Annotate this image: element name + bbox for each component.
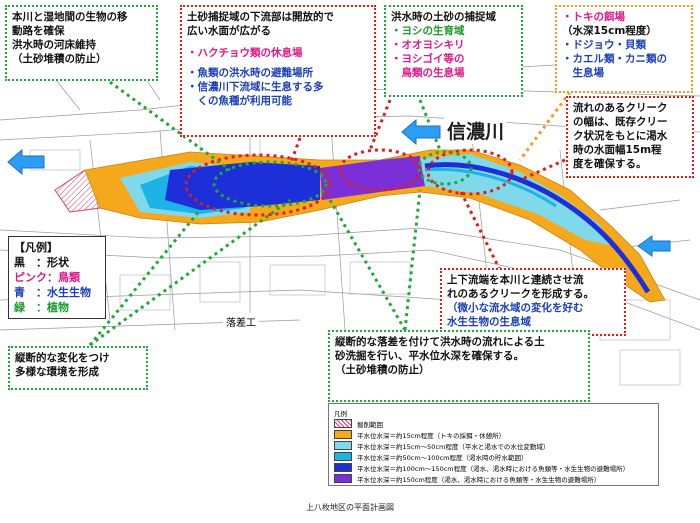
flow-arrow-right-icon bbox=[637, 235, 671, 257]
flow-arrow-left-icon bbox=[7, 148, 45, 176]
open-water-ellipse bbox=[184, 153, 332, 217]
callout-line: 水生生物の生息域 bbox=[447, 316, 531, 328]
callout-line: 広い水面が広がる bbox=[187, 25, 271, 37]
depth-legend-label: 平水位水深＝約100cm〜150cm程度（渇水、渇水時における魚類等・水生生物の… bbox=[357, 464, 630, 473]
leader-bottom-center bbox=[403, 189, 422, 331]
swatch-excavation bbox=[334, 419, 352, 428]
channel-ellipse-right bbox=[417, 150, 473, 186]
legend-row-blue: 青 ：水生生物 bbox=[14, 286, 91, 299]
leader-bottom-right bbox=[458, 189, 502, 271]
swatch-150cm bbox=[334, 474, 352, 483]
callout-line: 度を確保する。 bbox=[573, 158, 647, 170]
river-name-label: 信濃川 bbox=[444, 117, 508, 144]
callout-line: 動路を確保 bbox=[12, 25, 65, 37]
callout-line: れのあるクリークを形成する。 bbox=[447, 288, 594, 300]
callout-longitudinal-variation: 縦断的な変化をつけ 多様な環境を形成 bbox=[8, 346, 148, 390]
depth-legend-row: 平水位水深＝約150cm程度（渇水、渇水時における魚類等・水生生物の避難場所） bbox=[334, 473, 653, 484]
legend-row-green: 緑 ：植物 bbox=[14, 301, 69, 314]
swatch-15cm bbox=[334, 430, 352, 439]
callout-line: 縦断的な落差を付けて洪水時の流れによる土 bbox=[335, 336, 545, 348]
legend-title: 【凡例】 bbox=[14, 241, 58, 254]
color-key-legend: 【凡例】 黒 ：形状 ピンク：鳥類 青 ：水生生物 緑 ：植物 bbox=[8, 236, 106, 319]
depth-legend-row: 平水位水深＝約15cm〜50cm程度（平水と渇水での水位変動域） bbox=[334, 440, 653, 451]
depth-legend-row: 平水位水深＝約100cm〜150cm程度（渇水、渇水時における魚類等・水生生物の… bbox=[334, 462, 653, 473]
callout-line: ・トキの餌場 bbox=[562, 11, 625, 23]
callout-line: （土砂堆積の防止） bbox=[335, 364, 430, 376]
callout-line: 多様な環境を形成 bbox=[15, 366, 99, 378]
flow-arrow-top-icon bbox=[401, 118, 441, 146]
callout-line: ・ハクチョウ類の休息場 bbox=[187, 47, 303, 59]
callout-line: くの魚種が利用可能 bbox=[187, 95, 292, 107]
depth-legend-label: 平水位水深＝約150cm程度（渇水、渇水時における魚類等・水生生物の避難場所） bbox=[357, 475, 601, 484]
callout-line: ・ドジョウ・貝類 bbox=[562, 39, 646, 51]
leader-top-mid bbox=[288, 137, 302, 166]
callout-line: （水深15cm程度） bbox=[562, 25, 657, 37]
depth-legend-row: 平水位水深＝約15cm程度（トキの採餌・休憩所） bbox=[334, 429, 653, 440]
deep-blue-zone bbox=[165, 162, 320, 210]
callout-line: ・信濃川下流域に生息する多 bbox=[187, 81, 324, 93]
depth-legend-label: 平水位水深＝約15cm程度（トキの採餌・休憩所） bbox=[357, 431, 506, 440]
leader-bottom-left-2 bbox=[89, 198, 291, 347]
leader-top-right bbox=[518, 91, 572, 161]
callout-line: 流れのあるクリーク bbox=[573, 102, 668, 114]
depth-legend-label: 掘削範囲 bbox=[357, 420, 383, 429]
callout-line: 縦断的な変化をつけ bbox=[15, 352, 110, 364]
callout-line: ・オオヨシキリ bbox=[391, 39, 465, 51]
callout-line: 砂洗掘を行い、平水位水深を確保する。 bbox=[335, 350, 524, 362]
depth-legend: 凡例 掘削範囲 平水位水深＝約15cm程度（トキの採餌・休憩所） 平水位水深＝約… bbox=[328, 403, 659, 486]
callout-line: 鳥類の生息場 bbox=[391, 67, 465, 79]
callout-ibis-feeding: ・トキの餌場 （水深15cm程度） ・ドジョウ・貝類 ・カエル類・カニ類の 生息… bbox=[555, 5, 693, 93]
flowing-creek bbox=[424, 162, 651, 294]
callout-line: ・ヨシゴイ等の bbox=[391, 53, 465, 65]
leader-bottom-center-2 bbox=[328, 199, 407, 331]
depth-legend-row: 掘削範囲 bbox=[334, 418, 653, 429]
callout-creek-width: 流れのあるクリーク の幅は、既存クリー ク状況をもとに渇水 時の水面幅15m程 … bbox=[566, 96, 694, 178]
callout-line: 土砂捕捉域の下流部は開放的で bbox=[187, 11, 334, 23]
figure-caption: 上八枚地区の平面計画図 bbox=[306, 503, 394, 512]
callout-flowing-creek: 上下流端を本川と連続させ流 れのあるクリークを形成する。 （微小な流水域の変化を… bbox=[440, 268, 626, 336]
weir-label: 落差工 bbox=[223, 313, 259, 330]
callout-migration-route: 本川と湿地間の生物の移 動路を確保 洪水時の河床維持 （土砂堆積の防止） bbox=[5, 5, 158, 81]
callout-line: ・ヨシの生育域 bbox=[391, 25, 465, 37]
leader-top-center bbox=[368, 99, 392, 151]
creek-ellipse bbox=[426, 148, 514, 196]
callout-line: 洪水時の土砂の捕捉域 bbox=[391, 11, 496, 23]
depth-legend-row: 平水位水深＝約50cm〜100cm程度（渇水時の貯水範囲） bbox=[334, 451, 653, 462]
leader-right bbox=[519, 158, 566, 182]
callout-line: 洪水時の河床維持 bbox=[12, 39, 96, 51]
legend-row-black: 黒 ：形状 bbox=[14, 256, 69, 269]
creek-highlight bbox=[424, 167, 557, 208]
callout-line: の幅は、既存クリー bbox=[573, 116, 668, 128]
callout-line: 本川と湿地間の生物の移 bbox=[12, 11, 128, 23]
callout-line: （土砂堆積の防止） bbox=[12, 53, 107, 65]
legend-row-pink: ピンク：鳥類 bbox=[14, 271, 80, 284]
leader-bottom-left bbox=[88, 209, 202, 346]
channel-ellipse-left bbox=[212, 160, 328, 208]
swatch-15-50cm bbox=[334, 441, 352, 450]
swatch-100-150cm bbox=[334, 463, 352, 472]
callout-line: 上下流端を本川と連続させ流 bbox=[447, 274, 584, 286]
callout-line: ・カエル類・カニ類の bbox=[562, 53, 667, 65]
callout-sediment-capture: 洪水時の土砂の捕捉域 ・ヨシの生育域 ・オオヨシキリ ・ヨシゴイ等の 鳥類の生息… bbox=[384, 5, 523, 97]
swatch-50-100cm bbox=[334, 452, 352, 461]
callout-open-water: 土砂捕捉域の下流部は開放的で 広い水面が広がる ・ハクチョウ類の休息場 ・魚類の… bbox=[180, 5, 376, 137]
callout-line: 時の水面幅15m程 bbox=[573, 144, 662, 156]
callout-line: ク状況をもとに渇水 bbox=[573, 130, 668, 142]
callout-line: （微小な流水域の変化を好む bbox=[447, 302, 584, 314]
callout-drop-structure: 縦断的な落差を付けて洪水時の流れによる土 砂洗掘を行い、平水位水深を確保する。 … bbox=[328, 330, 590, 402]
depth-legend-label: 平水位水深＝約50cm〜100cm程度（渇水時の貯水範囲） bbox=[357, 453, 528, 462]
callout-line: 生息場 bbox=[562, 67, 604, 79]
depth-legend-title: 凡例 bbox=[334, 409, 347, 418]
callout-line: ・魚類の洪水時の避難場所 bbox=[187, 67, 313, 79]
leader-top-center-2 bbox=[418, 99, 442, 151]
depth-legend-label: 平水位水深＝約15cm〜50cm程度（平水と渇水での水位変動域） bbox=[357, 442, 550, 451]
